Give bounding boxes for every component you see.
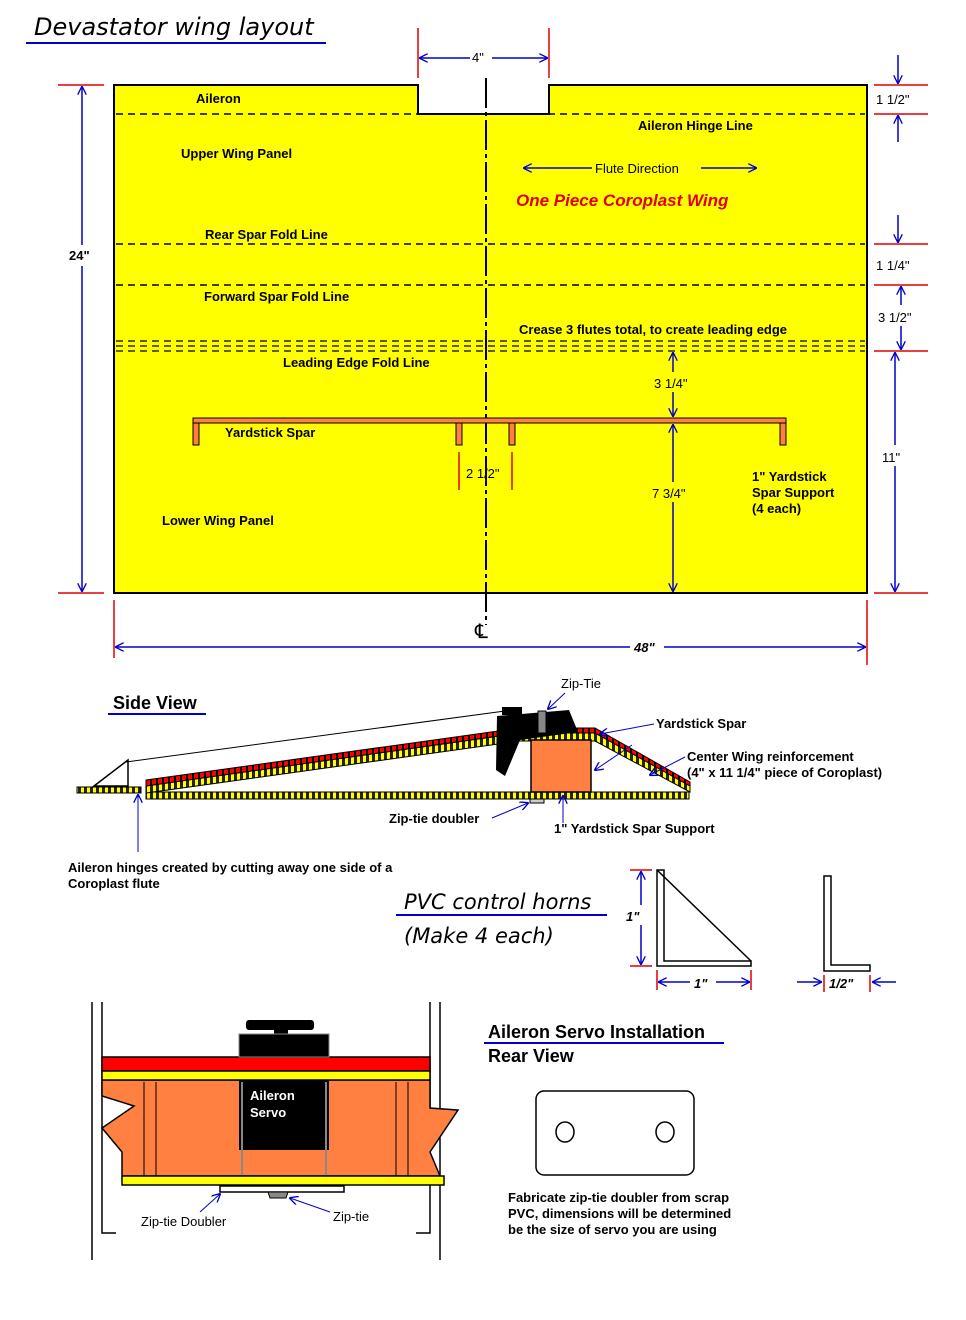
spar-support-label-3: (4 each) (752, 501, 801, 516)
side-spar-support-label: 1" Yardstick Spar Support (554, 821, 715, 836)
doubler-hole-left (555, 1121, 575, 1143)
page-title: Devastator wing layout (34, 13, 315, 41)
spar-support-label-2: Spar Support (752, 485, 835, 500)
side-hinge-note-2: Coroplast flute (68, 876, 160, 891)
upper-wing-panel-label: Upper Wing Panel (181, 146, 292, 161)
wing-panel (113, 84, 868, 594)
side-aileron (76, 786, 142, 794)
horn-side-profile (823, 875, 871, 972)
dim-rear-to-forward: 1 1/4" (876, 258, 910, 273)
rear-zip-tie-label: Zip-tie (333, 1209, 369, 1224)
dim-le-to-spar: 3 1/4" (654, 376, 688, 391)
side-center-reinforcement-label: Center Wing reinforcement (687, 749, 854, 764)
side-yardstick-spar-label: Yardstick Spar (656, 716, 746, 731)
rear-spar (101, 1056, 431, 1072)
aileron-label: Aileron (196, 91, 241, 106)
side-zip-tie-label: Zip-Tie (561, 676, 601, 691)
rear-zip-tie-knot (267, 1191, 289, 1199)
dim-center-support-gap: 2 1/2" (466, 466, 500, 481)
side-view-title: Side View (113, 693, 198, 713)
spar-support-label-1: 1" Yardstick (752, 469, 827, 484)
horn-base: 1" (694, 976, 708, 991)
leader (600, 723, 655, 734)
rear-left-wall-inner (101, 1002, 116, 1234)
doubler-note-2: PVC, dimensions will be determined (508, 1206, 731, 1221)
side-zip-tie-doubler (529, 798, 545, 804)
leader (491, 803, 528, 819)
flute-direction-label: Flute Direction (595, 161, 679, 176)
side-doubler-label: Zip-tie doubler (389, 811, 479, 826)
servo-install-subtitle: Rear View (488, 1046, 575, 1066)
horns-title-2: (Make 4 each) (404, 924, 554, 948)
dim-total-height: 24" (69, 248, 90, 263)
forward-spar-fold-label: Forward Spar Fold Line (204, 289, 349, 304)
servo-install-title: Aileron Servo Installation (488, 1022, 705, 1042)
aileron-hinge-label: Aileron Hinge Line (638, 118, 753, 133)
dim-aileron-width: 1 1/2" (876, 92, 910, 107)
side-center-reinforcement-size: (4" x 11 1/4" piece of Coroplast) (687, 765, 882, 780)
leader (290, 1198, 331, 1213)
centerline-symbol: ℄ (474, 621, 488, 643)
side-lower-skin (145, 791, 690, 800)
leading-edge-fold-label: Leading Edge Fold Line (283, 355, 430, 370)
dim-forward-to-le: 3 1/2" (878, 310, 912, 325)
doubler-plate (535, 1090, 695, 1176)
dim-total-width: 48" (633, 640, 655, 655)
dim-spar-to-edge: 7 3/4" (652, 486, 686, 501)
rear-spar-fold-label: Rear Spar Fold Line (205, 227, 328, 242)
horn-thickness: 1/2" (829, 976, 854, 991)
rear-servo (238, 1020, 330, 1176)
horns-title: PVC control horns (404, 890, 591, 914)
leader (595, 744, 633, 770)
doubler-note-3: be the size of servo you are using (508, 1222, 717, 1237)
yardstick-spar-top (192, 417, 787, 446)
side-hinge-note-1: Aileron hinges created by cutting away o… (68, 860, 393, 875)
servo-label-2: Servo (250, 1105, 286, 1120)
rear-doubler-label: Zip-tie Doubler (141, 1214, 227, 1229)
lower-wing-panel-label: Lower Wing Panel (162, 513, 274, 528)
one-piece-label: One Piece Coroplast Wing (516, 191, 729, 210)
horn-hypotenuse (656, 869, 752, 962)
side-control-horn (91, 758, 129, 787)
side-servo (496, 707, 578, 776)
yardstick-spar-label: Yardstick Spar (225, 425, 315, 440)
servo-label-1: Aileron (250, 1088, 295, 1103)
dim-lower-panel: 11" (882, 450, 900, 465)
horn-height: 1" (626, 909, 640, 924)
doubler-note-1: Fabricate zip-tie doubler from scrap (508, 1190, 729, 1205)
rear-lower-skin (121, 1175, 445, 1186)
rear-doubler (219, 1185, 345, 1193)
leader (650, 756, 686, 775)
crease-note: Crease 3 flutes total, to create leading… (519, 322, 787, 337)
doubler-hole-right (655, 1121, 675, 1143)
leader (548, 692, 566, 709)
rear-upper-skin (101, 1070, 431, 1081)
side-spar-support (530, 739, 592, 793)
dim-cutout-width: 4" (472, 50, 484, 65)
side-pushrod (125, 710, 506, 763)
leader (199, 1194, 220, 1213)
